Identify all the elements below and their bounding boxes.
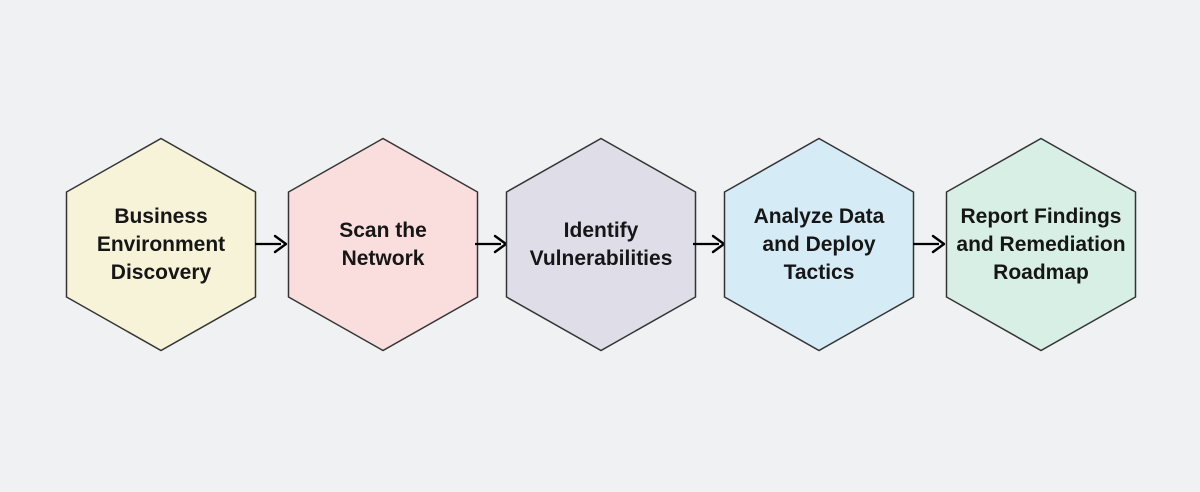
step-label: Scan the Network [339,218,427,270]
hexagon-polygon [505,137,697,352]
flow-step-identify-vulnerabilities: Identify Vulnerabilities [505,137,697,352]
hexagon-shape [287,137,479,352]
step-label: Business Environment Discovery [96,204,226,284]
flow-step-analyze-data-and-deploy-tactics: Analyze Data and Deploy Tactics [723,137,915,352]
arrow-connector [693,234,726,254]
flow-step-business-environment-discovery: Business Environment Discovery [65,137,257,352]
flow-step-report-findings-and-remediation-roadmap: Report Findings and Remediation Roadmap [945,137,1137,352]
hexagon-shape [65,137,257,352]
arrow-connector [913,234,946,254]
hexagon-polygon [945,137,1137,352]
arrow-connector [255,234,288,254]
hexagon-shape [505,137,697,352]
hexagon-shape [945,137,1137,352]
hexagon-polygon [723,137,915,352]
step-label: Report Findings and Remediation Roadmap [956,204,1126,284]
step-label: Identify Vulnerabilities [529,218,673,270]
arrow-connector [475,234,508,254]
hexagon-polygon [287,137,479,352]
flow-step-scan-the-network: Scan the Network [287,137,479,352]
hexagon-shape [723,137,915,352]
hexagon-polygon [65,137,257,352]
step-label: Analyze Data and Deploy Tactics [753,204,885,284]
